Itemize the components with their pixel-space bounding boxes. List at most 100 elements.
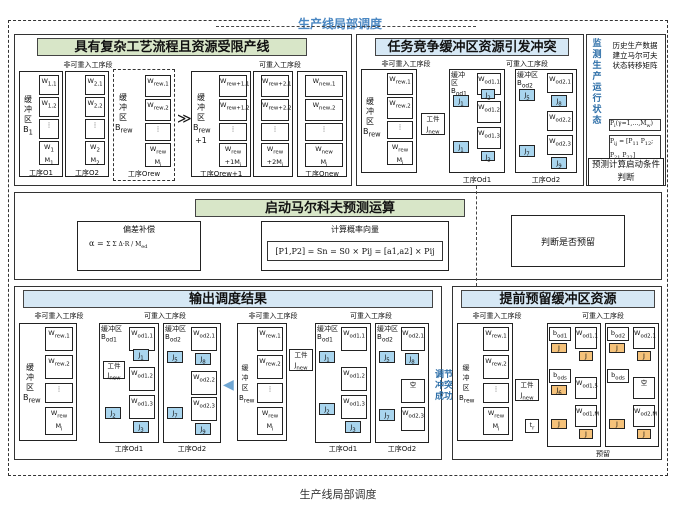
job-block: J5 <box>167 351 183 363</box>
sub-label: 可重入工序段 <box>582 312 624 320</box>
cell: Wod2,3 <box>547 135 573 155</box>
cell: 空 <box>401 379 425 403</box>
cell: Wnew,2 <box>305 99 343 121</box>
cell: Wrew,2 <box>483 355 509 379</box>
monitor-label: 监测生产运行状态 <box>592 39 602 126</box>
cell: ⋮ <box>305 123 343 141</box>
job-block: J2 <box>105 407 121 419</box>
cell: Wod2,M <box>633 405 657 427</box>
buffer-label: 缓冲区Bod2 <box>517 71 538 90</box>
sub-label: 非可重入工序段 <box>63 61 113 69</box>
predict-box: 预测计算启动条件判断 <box>588 158 664 186</box>
buffer-label: 缓冲区Bod2 <box>377 325 398 344</box>
cell: Wod2,1 <box>191 327 217 351</box>
chevron-right-icon: ≫ <box>177 111 192 127</box>
cell: Wrew,2 <box>145 99 171 121</box>
cell: Wrew+2,1 <box>261 75 291 97</box>
cell: Wod1,2 <box>477 101 501 123</box>
proc-label: 工序Od1 <box>114 445 144 453</box>
cell: Wrew,1 <box>45 327 73 351</box>
cell: bod1 <box>549 327 571 341</box>
prob-formula: [P1,P2] = Sn = S0 × Pij = [a1,a2] × Pij <box>267 241 443 261</box>
buffer-label: 缓冲区Bod2 <box>165 325 186 344</box>
cell: Wod2,3 <box>401 407 425 431</box>
cell: Wod1,M <box>575 405 599 427</box>
cell: ⋮ <box>257 383 283 403</box>
cell: ⋮ <box>483 383 509 403</box>
job-block: J <box>609 343 625 353</box>
proc-label: 工序Od1 <box>462 176 492 184</box>
cell: Wod1,2 <box>129 367 155 391</box>
sub-label: 可重入工序段 <box>506 60 548 68</box>
cell: ⋮ <box>39 119 59 139</box>
job-block: J1 <box>319 351 335 363</box>
cell: Wod2,1 <box>633 327 656 349</box>
sub-label: 非可重入工序段 <box>248 312 298 320</box>
cell: Wrew,1 <box>483 327 509 351</box>
dashed-connector <box>216 26 476 27</box>
cell: Wrew,1 <box>387 73 413 95</box>
job-block: J <box>551 419 567 429</box>
job-block: J3 <box>345 421 361 433</box>
job-block: J <box>579 351 593 361</box>
cell: Wrew,1 <box>257 327 283 351</box>
judge-label: 判断是否预留 <box>540 238 595 248</box>
job-block: J1 <box>133 349 149 361</box>
cell: Wod1,3 <box>341 395 367 419</box>
cell: Wod1,2 <box>341 367 367 391</box>
panel-header: 任务竞争缓冲区资源引发冲突 <box>375 38 569 56</box>
job-block: J7 <box>379 409 395 421</box>
job-block: J2 <box>481 89 495 101</box>
sub-label: 非可重入工序段 <box>34 312 84 320</box>
job-block: J5 <box>519 89 535 101</box>
top-title: 生产线局部调度 <box>270 15 410 32</box>
alpha-formula: α = Σ Σ Δ·R / Med <box>89 239 148 251</box>
cell: ⋮ <box>45 383 73 403</box>
job-block: J7 <box>519 145 535 157</box>
proc-label: 工序Od2 <box>387 445 417 453</box>
cell: Wod1,5 <box>575 377 598 399</box>
cell: bod2 <box>607 327 629 341</box>
cell: Wod2,1 <box>401 327 425 351</box>
cell: Wod1,1 <box>129 327 155 351</box>
cell: ⋮ <box>145 123 171 141</box>
cell: Wod2,1 <box>547 73 573 93</box>
cell: Wod1,3 <box>129 395 155 419</box>
matrix-box: Pij = [P11 P12; P21 P22] <box>609 135 661 161</box>
job-block: J2 <box>319 403 335 415</box>
cell: W2,2 <box>85 97 105 117</box>
job-block: J9 <box>195 423 211 435</box>
cell: ⋮ <box>85 119 105 139</box>
cell: Wod2,3 <box>191 397 217 421</box>
buffer-label: 缓冲区Bod1 <box>451 71 467 97</box>
proc-label: 工序Orew <box>127 170 161 178</box>
job-block: J8 <box>405 353 419 365</box>
job-block: J <box>579 429 593 439</box>
cell: Wrew,2 <box>257 355 283 379</box>
judge-box <box>511 215 625 267</box>
buffer-label: 缓冲区Bod1 <box>317 325 338 344</box>
cell: Wnew,1 <box>305 75 343 97</box>
cell: Wrew+2,2 <box>261 99 291 121</box>
panel-output: 输出调度结果 非可重入工序段 可重入工序段 非可重入工序段 可重入工序段 缓冲区… <box>14 286 442 460</box>
cell: Wod1,1 <box>341 327 367 351</box>
cell: bods <box>607 369 629 383</box>
cell: 空 <box>633 377 655 399</box>
job-block: J8 <box>551 95 567 107</box>
bias-label: 偏差补偿 <box>123 225 155 234</box>
job-block: J <box>551 343 567 353</box>
cell: W1,1 <box>39 75 59 95</box>
proc-label: 工序O1 <box>29 169 53 177</box>
reserve-label: 预留 <box>596 450 610 458</box>
